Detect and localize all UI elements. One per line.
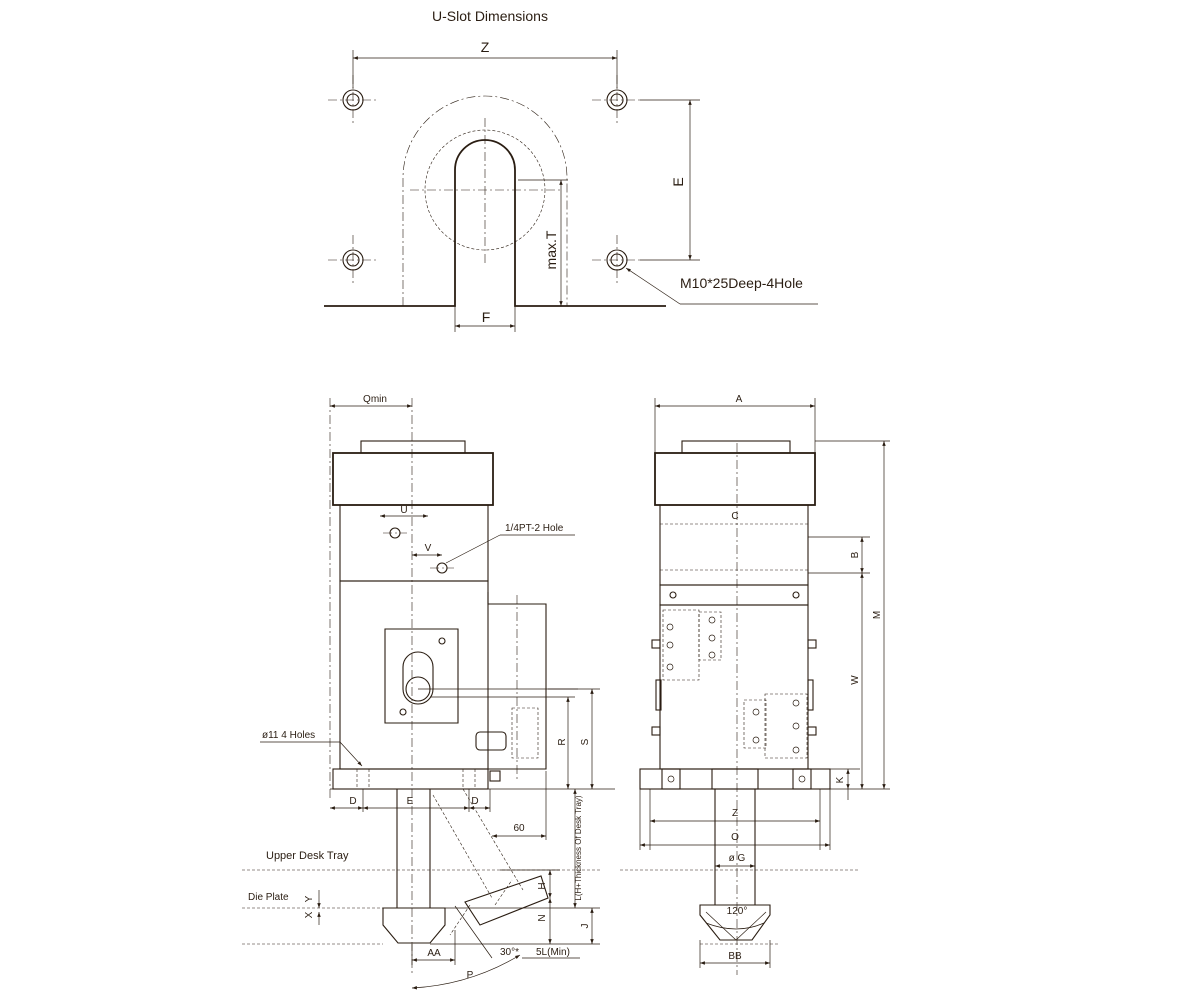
dim-aa-label: AA (427, 948, 441, 959)
dim-o-label: O (731, 832, 739, 843)
dim-max-t-label: max.T (543, 230, 559, 269)
dim-j-label: J (580, 924, 591, 929)
dim-p-label: P (467, 970, 474, 981)
hole-callout: M10*25Deep-4Hole (680, 275, 803, 291)
mount-hole-bottom-right (592, 235, 642, 285)
dim-w-label: W (850, 675, 861, 685)
tilted-rod (432, 788, 549, 936)
dim-m-label: M (872, 611, 883, 619)
dim-x-label: X (304, 911, 315, 918)
die-plate-label: Die Plate (248, 892, 289, 903)
diagram-title: U-Slot Dimensions (432, 8, 548, 24)
mount-hole-bottom-left (328, 235, 378, 285)
dim-60-label: 60 (513, 823, 525, 834)
front-view: A C (620, 394, 890, 975)
dim-g-label: ø G (729, 853, 746, 864)
dim-c-label: C (731, 511, 738, 522)
dim-a-label: A (736, 394, 743, 405)
dim-k-label: K (835, 776, 846, 783)
dim-5l-label: 5L(Min) (536, 947, 570, 958)
dim-e-side-label: E (407, 796, 414, 807)
dim-r-label: R (557, 738, 568, 745)
dim-y-label: Y (304, 895, 315, 902)
uslot-view: Z E max.T F M10*25Deep-4Hole (324, 39, 818, 332)
dim-b-label: B (850, 551, 861, 558)
dim-z-label: Z (481, 39, 490, 55)
dim-d-right-label: D (471, 796, 478, 807)
dim-l-label: L(H+Thickness Of Desk Tray) (574, 795, 583, 900)
dim-d-left-label: D (349, 796, 356, 807)
dim-qmin-label: Qmin (363, 394, 387, 405)
side-view: Qmin U V 1/4PT-2 Hole (242, 394, 615, 990)
dim-f-label: F (482, 309, 491, 325)
dim-h-label: H (537, 882, 548, 889)
upper-desk-tray-label: Upper Desk Tray (266, 850, 349, 862)
pt-hole-callout: 1/4PT-2 Hole (505, 523, 564, 534)
holes-callout: ø11 4 Holes (262, 730, 315, 741)
angle-30-label: 30°* (500, 947, 519, 958)
dim-v-label: V (425, 543, 432, 554)
angle-120-label: 120° (727, 906, 748, 917)
dim-s-label: S (580, 738, 591, 745)
dim-bb-label: BB (728, 951, 742, 962)
dim-z-front-label: Z (732, 808, 738, 819)
dim-e-label: E (670, 177, 686, 186)
dim-u-label: U (400, 505, 407, 516)
dim-n-label: N (537, 914, 548, 921)
